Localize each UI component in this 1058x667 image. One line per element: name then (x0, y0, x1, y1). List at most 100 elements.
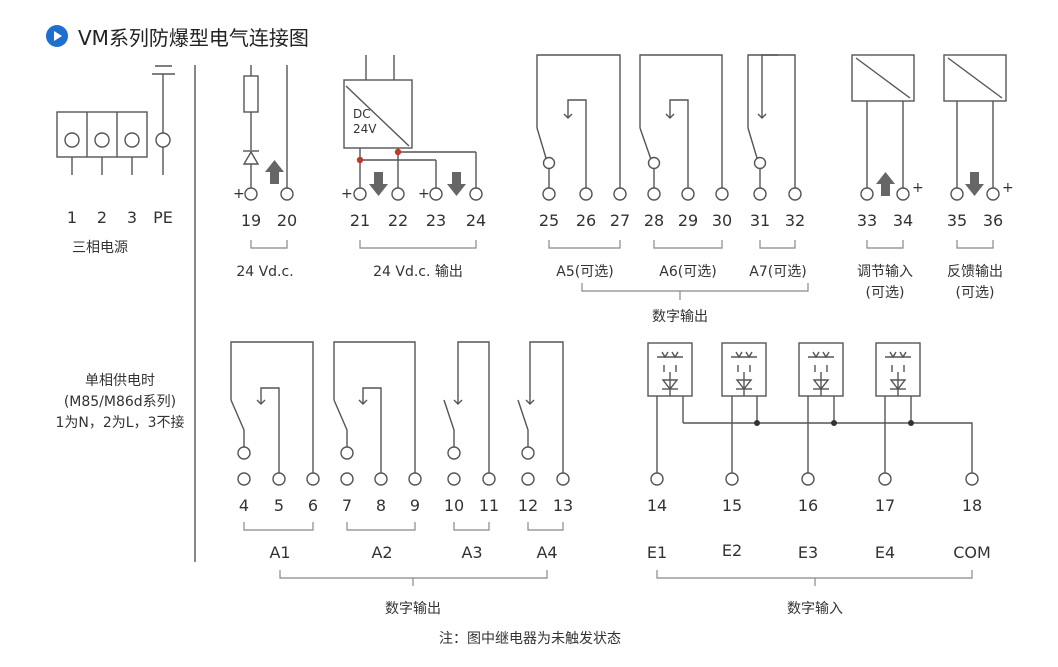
terminal-10: 10 (444, 496, 464, 515)
a1-bracket (243, 522, 314, 531)
opto-input-e3 (798, 342, 844, 486)
down-arrow-icon (447, 172, 466, 196)
a2-label: A2 (371, 543, 392, 562)
analog-input-module (851, 54, 915, 201)
play-bullet-icon (46, 25, 68, 47)
a1-label: A1 (269, 543, 290, 562)
relay-a7 (747, 54, 802, 201)
terminal-25: 25 (539, 211, 559, 230)
relay-a1 (230, 341, 320, 486)
opto-input-e1 (647, 342, 693, 486)
plus-23: + (418, 186, 430, 202)
down-arrow-icon (965, 172, 984, 196)
terminal-35: 35 (947, 211, 967, 230)
analog-input-sub: (可选) (866, 285, 905, 301)
input-group-label: 数字输入 (787, 601, 843, 617)
a2-bracket (346, 522, 416, 531)
opto-input-e4 (875, 342, 921, 486)
terminal-3: 3 (127, 208, 137, 227)
dc-output-bracket (359, 240, 477, 249)
relay-a3 (443, 341, 496, 486)
plus-21: + (341, 186, 353, 202)
terminal-2: 2 (97, 208, 107, 227)
terminal-33: 33 (857, 211, 877, 230)
opto-input-e2 (721, 342, 767, 486)
dc-supply-circuit (242, 65, 294, 201)
terminal-27: 27 (610, 211, 630, 230)
a4-bracket (527, 522, 564, 531)
dc-output-circuit (343, 55, 483, 201)
terminal-20: 20 (277, 211, 297, 230)
relay-a4 (517, 341, 570, 486)
terminal-36: 36 (983, 211, 1003, 230)
e4-label: E4 (875, 543, 895, 562)
a5-bracket (548, 240, 621, 249)
terminal-32: 32 (785, 211, 805, 230)
terminal-1: 1 (67, 208, 77, 227)
terminal-23: 23 (426, 211, 446, 230)
analog-input-label: 调节输入 (857, 264, 913, 280)
e2-label: E2 (722, 541, 742, 560)
terminal-12: 12 (518, 496, 538, 515)
plus-36: + (1002, 180, 1014, 196)
power-label: 三相电源 (72, 240, 128, 256)
relay-a5 (536, 54, 627, 201)
plus-19: + (233, 186, 245, 202)
terminal-8: 8 (376, 496, 386, 515)
terminal-24: 24 (466, 211, 486, 230)
terminal-15: 15 (722, 496, 742, 515)
dc-module-text-2: 24V (353, 122, 377, 136)
terminal-18: 18 (962, 496, 982, 515)
terminal-19: 19 (241, 211, 261, 230)
a7-label: A7(可选) (749, 264, 806, 280)
bottom-output-group-bracket (279, 570, 548, 579)
dc-supply-label: 24 Vd.c. (236, 264, 293, 280)
feedback-output-module (943, 54, 1007, 201)
single-phase-note-1: 单相供电时 (85, 373, 155, 389)
a5-label: A5(可选) (556, 264, 613, 280)
terminal-31: 31 (750, 211, 770, 230)
a3-label: A3 (461, 543, 482, 562)
single-phase-note-2: (M85/M86d系列) (64, 394, 176, 410)
terminal-9: 9 (410, 496, 420, 515)
terminal-26: 26 (576, 211, 596, 230)
dc-module-text-1: DC (353, 107, 371, 121)
terminal-21: 21 (350, 211, 370, 230)
terminal-5: 5 (274, 496, 284, 515)
top-output-group-bracket (581, 283, 809, 292)
terminal-22: 22 (388, 211, 408, 230)
a4-label: A4 (536, 543, 557, 562)
e1-label: E1 (647, 543, 667, 562)
dc-supply-bracket (250, 240, 288, 249)
terminal-pe: PE (153, 208, 173, 227)
footnote: 注：图中继电器为未触发状态 (439, 631, 621, 647)
terminal-6: 6 (308, 496, 318, 515)
terminal-14: 14 (647, 496, 667, 515)
diagram-title: VM系列防爆型电气连接图 (46, 18, 309, 54)
common-bus (683, 420, 979, 486)
feedback-output-sub: (可选) (956, 285, 995, 301)
relay-a2 (333, 341, 422, 486)
title-text: VM系列防爆型电气连接图 (78, 25, 309, 50)
top-output-group-label: 数字输出 (652, 309, 708, 325)
pe-terminal (152, 65, 175, 175)
terminal-7: 7 (342, 496, 352, 515)
terminal-30: 30 (712, 211, 732, 230)
com-label: COM (953, 543, 991, 562)
terminal-28: 28 (644, 211, 664, 230)
terminal-11: 11 (479, 496, 499, 515)
dc-output-label: 24 Vd.c. 输出 (373, 264, 463, 280)
feedback-output-label: 反馈输出 (947, 264, 1003, 280)
relay-a6 (639, 54, 729, 201)
e3-label: E3 (798, 543, 818, 562)
feedback-output-bracket (956, 240, 994, 249)
up-arrow-icon (876, 172, 895, 196)
terminal-29: 29 (678, 211, 698, 230)
power-terminal-block (56, 111, 148, 175)
terminal-17: 17 (875, 496, 895, 515)
terminal-13: 13 (553, 496, 573, 515)
input-group-bracket (656, 570, 973, 579)
a6-bracket (653, 240, 723, 249)
a7-bracket (759, 240, 796, 249)
